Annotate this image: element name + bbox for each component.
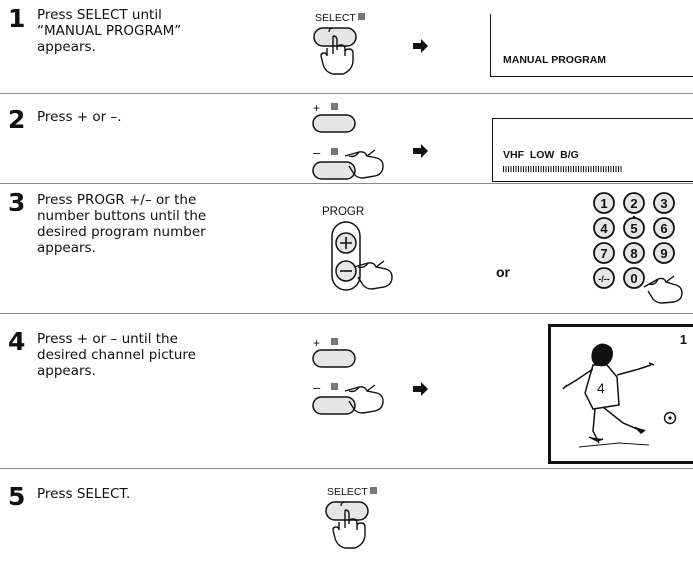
step-4: 4 Press + or – until the desired channel… (0, 314, 693, 444)
key-8: 8 (623, 242, 645, 264)
key-9: 9 (653, 242, 675, 264)
step-instruction: Press SELECT. (37, 486, 131, 502)
progr-buttons-illustration: PROGR (322, 206, 393, 291)
svg-text:0: 0 (630, 271, 637, 286)
number-keypad: 1 2 3 4 5 6 7 8 9 -/-- 0 (592, 191, 692, 306)
or-label: or (496, 264, 510, 280)
pressing-hand-icon (332, 509, 366, 549)
plus-label: + (313, 101, 320, 115)
step-number: 2 (8, 105, 26, 134)
step-3: 3 Press PROGR +/– or the number buttons … (0, 184, 693, 312)
minus-button (312, 161, 356, 180)
key-3: 3 (653, 192, 675, 214)
soccer-player-illustration: 4 (562, 343, 677, 448)
step-1: 1 Press SELECT until “MANUAL PROGRAM” ap… (0, 0, 693, 92)
divider (0, 93, 693, 94)
pointing-hand-icon (344, 149, 384, 179)
key-7: 7 (593, 242, 615, 264)
tuning-scale (503, 166, 623, 172)
pointing-hand-icon (353, 260, 393, 290)
screen-frame: VHF LOW B/G (492, 118, 693, 182)
indicator-square (331, 383, 338, 390)
select-label: SELECT (327, 486, 368, 498)
step-2: 2 Press + or –. (0, 94, 693, 182)
pointing-hand-icon (643, 275, 683, 304)
step-instruction: Press SELECT until “MANUAL PROGRAM” appe… (37, 7, 182, 55)
svg-text:9: 9 (660, 246, 667, 261)
step-5: 5 Press SELECT. (0, 469, 693, 575)
minus-label: – (313, 145, 321, 160)
divider (0, 468, 693, 469)
indicator-square (331, 103, 338, 110)
plus-minus-buttons-illustration: + – (312, 336, 384, 415)
key-0: 0 (623, 267, 645, 289)
key-2: 2 (623, 192, 645, 214)
plus-label: + (313, 336, 320, 350)
program-number-label: 1 (679, 332, 687, 347)
key-6: 6 (653, 217, 675, 239)
pointing-hand-icon (344, 384, 384, 414)
step-number: 5 (8, 482, 26, 511)
plus-button (312, 114, 356, 133)
step-instruction: Press + or –. (37, 109, 122, 125)
step-instruction: Press PROGR +/– or the number buttons un… (37, 192, 207, 256)
step-number: 1 (8, 4, 26, 33)
svg-text:2: 2 (630, 196, 637, 211)
indicator-square (331, 148, 338, 155)
arrow-right-icon (413, 144, 428, 158)
key-4: 4 (593, 217, 615, 239)
select-label: SELECT (315, 12, 356, 24)
svg-text:5: 5 (630, 221, 637, 236)
svg-text:7: 7 (600, 246, 607, 261)
screen-menu-text: MANUAL PROGRAM (503, 54, 607, 66)
svg-text:4: 4 (597, 380, 605, 396)
select-button-illustration: SELECT (325, 486, 377, 549)
svg-text:3: 3 (660, 196, 667, 211)
svg-text:8: 8 (630, 246, 637, 261)
progr-label: PROGR (322, 206, 364, 218)
tv-picture-frame: 1 4 (548, 324, 693, 464)
select-button-illustration: SELECT (313, 12, 365, 75)
key-dash: -/-- (593, 267, 615, 289)
plus-minus-buttons-illustration: + – (312, 101, 384, 180)
indicator-square (331, 338, 338, 345)
plus-button (312, 349, 356, 368)
indicator-square (358, 13, 365, 20)
screen-band-text: VHF LOW B/G (503, 149, 579, 161)
arrow-right-icon (413, 382, 428, 396)
divider (0, 313, 693, 314)
arrow-right-icon (413, 39, 428, 53)
key-1: 1 (593, 192, 615, 214)
svg-text:-/--: -/-- (598, 274, 610, 284)
indicator-square (370, 487, 377, 494)
svg-text:1: 1 (600, 196, 607, 211)
progr-rocker (331, 221, 361, 291)
svg-text:6: 6 (660, 221, 667, 236)
step-number: 3 (8, 188, 26, 217)
minus-label: – (313, 380, 321, 395)
pressing-hand-icon (320, 35, 354, 75)
key-5: 5 (623, 215, 645, 239)
plus-icon (340, 237, 352, 249)
screen-frame: MANUAL PROGRAM (490, 14, 693, 77)
step-number: 4 (8, 327, 26, 356)
step-instruction: Press + or – until the desired channel p… (37, 331, 196, 379)
divider (0, 183, 693, 184)
svg-text:4: 4 (600, 221, 608, 236)
minus-button (312, 396, 356, 415)
